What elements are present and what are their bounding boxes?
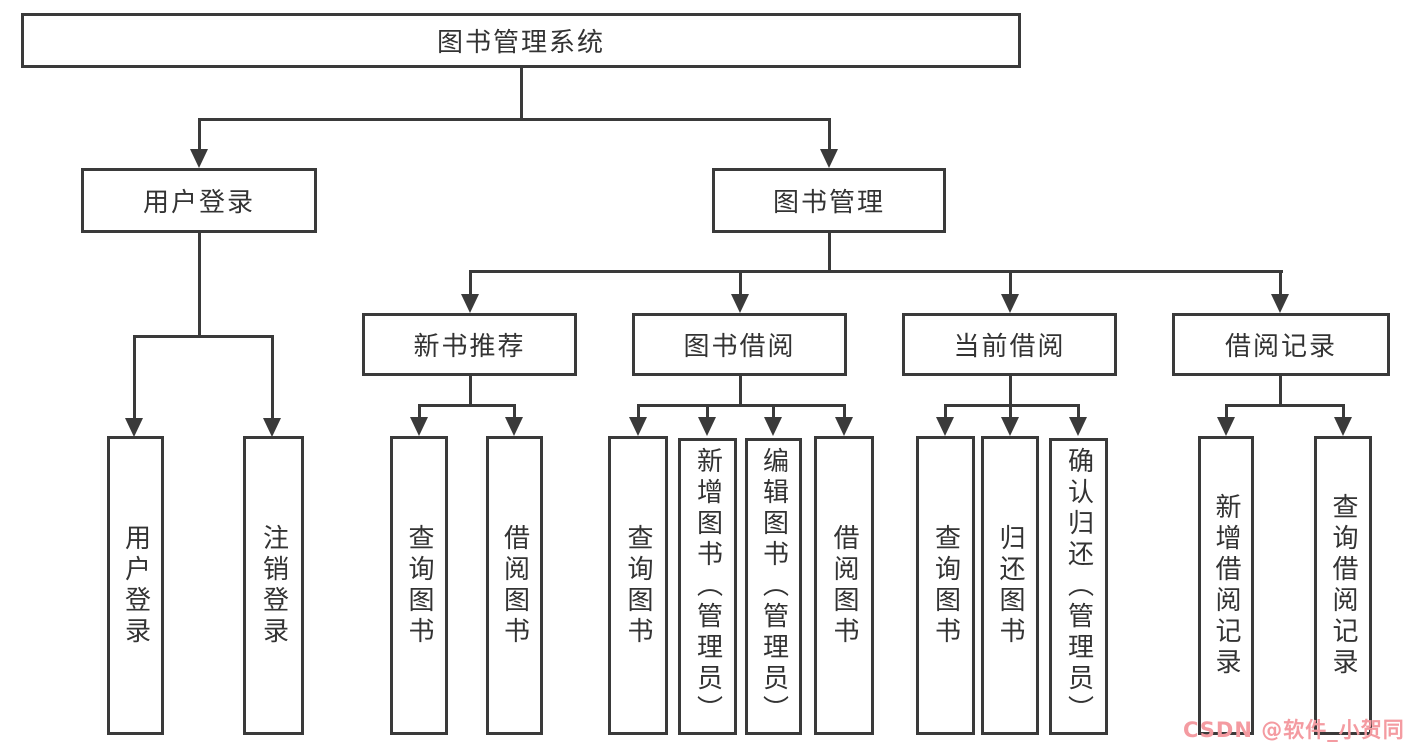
- leaf-query-books-recommend: 查询图书: [390, 436, 448, 735]
- arrowhead: [936, 417, 954, 436]
- leaf-edit-books-admin: 编辑图书（管理员）: [745, 438, 802, 735]
- connector-line: [828, 232, 831, 273]
- connector-line: [418, 404, 516, 407]
- node-label: 新增借阅记录: [1211, 492, 1241, 679]
- connector-line: [944, 404, 1080, 407]
- node-label: 用户登录: [142, 188, 255, 218]
- arrowhead: [764, 417, 782, 436]
- node-label: 用户登录: [120, 523, 151, 648]
- node-user-login: 用户登录: [81, 168, 317, 233]
- node-borrow-records: 借阅记录: [1172, 313, 1390, 376]
- arrowhead: [1069, 417, 1087, 436]
- csdn-watermark: CSDN @软件_小贺同学: [1183, 718, 1405, 742]
- connector-line: [198, 118, 201, 150]
- connector-line: [1077, 404, 1080, 419]
- connector-line: [133, 335, 136, 419]
- node-label: 查询借阅记录: [1328, 492, 1358, 679]
- connector-line: [133, 335, 274, 338]
- arrowhead: [263, 418, 281, 437]
- connector-line: [739, 376, 742, 407]
- leaf-add-books-admin: 新增图书（管理员）: [678, 438, 737, 735]
- connector-line: [843, 404, 846, 419]
- arrowhead: [629, 417, 647, 436]
- connector-line: [513, 404, 516, 419]
- node-label: 编辑图书（管理员）: [758, 447, 789, 726]
- leaf-query-books-current: 查询图书: [916, 436, 975, 735]
- arrowhead: [410, 417, 428, 436]
- connector-line: [1342, 404, 1345, 419]
- connector-line: [637, 404, 846, 407]
- node-label: 新增图书（管理员）: [692, 447, 723, 726]
- connector-line: [1009, 270, 1012, 296]
- leaf-query-borrow-record: 查询借阅记录: [1314, 436, 1372, 735]
- leaf-add-borrow-record: 新增借阅记录: [1198, 436, 1254, 735]
- node-label: 借阅图书: [499, 523, 530, 648]
- connector-line: [271, 335, 274, 419]
- arrowhead: [820, 149, 838, 168]
- connector-line: [198, 118, 831, 121]
- arrowhead: [1001, 417, 1019, 436]
- node-label: 查询图书: [930, 523, 961, 648]
- connector-line: [739, 270, 742, 296]
- leaf-query-books-borrow: 查询图书: [608, 436, 668, 735]
- connector-line: [828, 118, 831, 150]
- node-label: 注销登录: [258, 523, 289, 648]
- leaf-borrow-books: 借阅图书: [814, 436, 874, 735]
- arrowhead: [1271, 294, 1289, 313]
- arrowhead: [505, 417, 523, 436]
- connector-line: [1009, 376, 1012, 407]
- node-label: 归还图书: [995, 523, 1025, 648]
- connector-line: [1225, 404, 1228, 419]
- leaf-logout: 注销登录: [243, 436, 304, 735]
- arrowhead: [1001, 294, 1019, 313]
- node-book-management: 图书管理: [712, 168, 946, 233]
- leaf-user-login: 用户登录: [107, 436, 164, 735]
- leaf-return-books: 归还图书: [981, 436, 1039, 735]
- connector-line: [469, 270, 472, 296]
- arrowhead: [698, 417, 716, 436]
- connector-line: [772, 404, 775, 419]
- connector-line: [944, 404, 947, 419]
- arrowhead: [835, 417, 853, 436]
- node-label: 查询图书: [623, 523, 653, 648]
- connector-line: [706, 404, 709, 419]
- connector-line: [1279, 376, 1282, 407]
- node-new-book-recommend: 新书推荐: [362, 313, 577, 376]
- leaf-borrow-books-recommend: 借阅图书: [486, 436, 543, 735]
- node-label: 图书借阅: [683, 332, 796, 362]
- connector-line: [198, 232, 201, 338]
- connector-line: [469, 376, 472, 407]
- node-label: 图书管理系统: [436, 28, 605, 58]
- arrowhead: [1217, 417, 1235, 436]
- node-library-management-system: 图书管理系统: [21, 13, 1021, 68]
- connector-line: [1009, 404, 1012, 419]
- node-label: 图书管理: [772, 188, 885, 218]
- arrowhead: [731, 294, 749, 313]
- connector-line: [520, 66, 523, 121]
- node-label: 当前借阅: [953, 332, 1066, 362]
- arrowhead: [190, 149, 208, 168]
- connector-line: [637, 404, 640, 419]
- node-label: 查询图书: [404, 523, 434, 648]
- node-label: 借阅记录: [1224, 332, 1337, 362]
- arrowhead: [125, 418, 143, 437]
- connector-line: [418, 404, 421, 419]
- node-label: 新书推荐: [413, 332, 526, 362]
- leaf-confirm-return-admin: 确认归还（管理员）: [1049, 438, 1108, 735]
- arrowhead: [461, 294, 479, 313]
- node-current-borrow: 当前借阅: [902, 313, 1117, 376]
- node-label: 确认归还（管理员）: [1063, 447, 1094, 726]
- node-book-borrow: 图书借阅: [632, 313, 847, 376]
- node-label: 借阅图书: [829, 523, 859, 648]
- arrowhead: [1334, 417, 1352, 436]
- connector-line: [1225, 404, 1345, 407]
- connector-line: [469, 270, 1283, 273]
- connector-line: [1279, 270, 1282, 296]
